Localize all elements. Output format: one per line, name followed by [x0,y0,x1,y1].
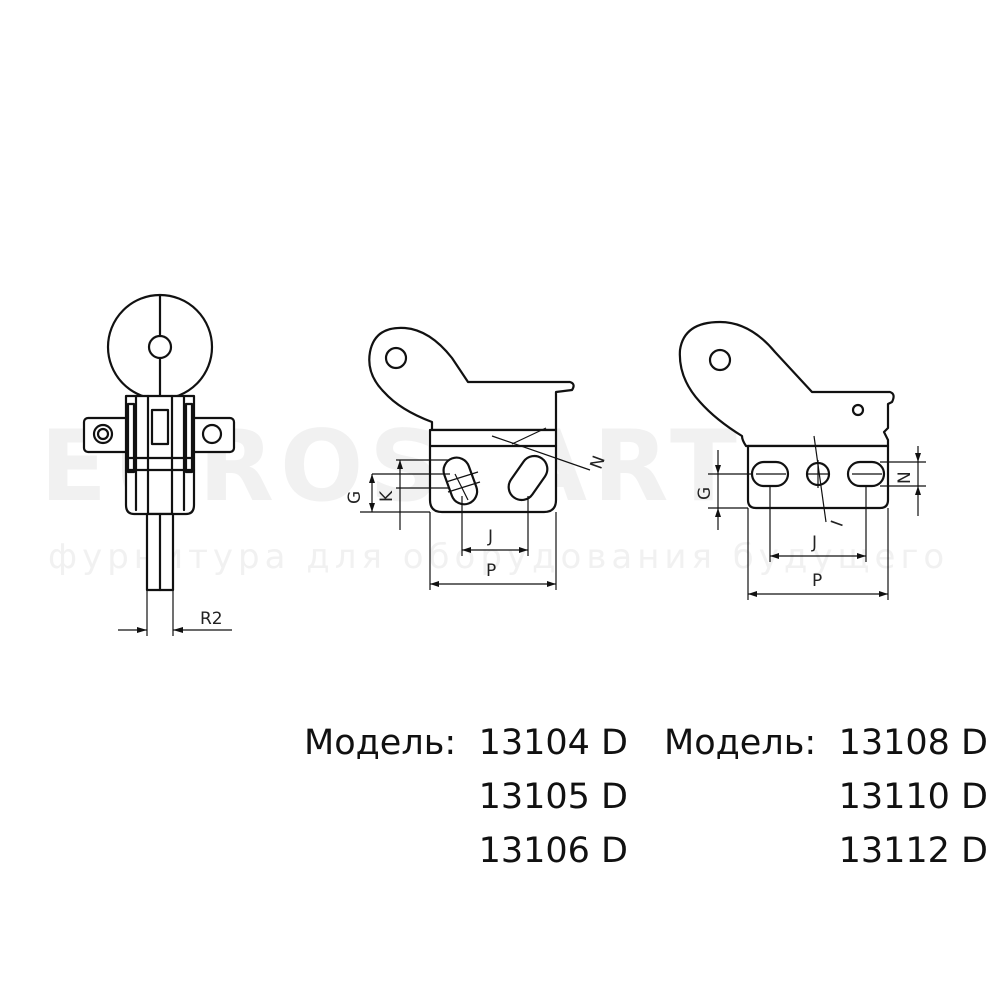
dim-k-left: K [377,490,397,502]
left-tab-hole [92,423,114,445]
dim-r2-label: R2 [200,609,223,629]
model-number-13104: 13104 D [478,723,628,763]
dim-g-right: G [695,487,715,500]
mount-plate [428,428,558,514]
wheel-hub-hole [147,334,173,360]
dim-n-right: N [895,471,915,484]
dim-g-left: G [345,491,365,504]
bracket-view-right: I G N J P [678,320,926,600]
arm-small-hole [851,403,865,417]
model-label-left: Модель: [304,723,457,763]
plate-slot-2 [507,454,549,502]
dim-j-left: J [487,527,493,547]
model-number-13108: 13108 D [838,723,988,763]
watermark-sub: фурнитура для оборудования будущего [48,537,949,577]
model-number-13110: 13110 D [838,777,988,817]
dim-p-left: P [486,561,496,581]
bracket-view-left: N G K J P [345,326,610,590]
dim-p-right: P [812,571,822,591]
model-number-13112: 13112 D [838,831,988,871]
bracket-arm-right [678,320,895,448]
model-number-13105: 13105 D [478,777,628,817]
wheel-front-view: R2 [82,293,236,636]
model-number-13106: 13106 D [478,831,628,871]
dim-j-right: J [811,533,817,553]
plate-slot-1 [442,456,479,506]
model-label-right: Модель: [664,723,817,763]
arm-pivot-hole-right [708,348,732,372]
dim-i-right: I [827,518,848,530]
right-tab-hole [201,423,223,445]
arm-pivot-hole [384,346,408,370]
housing-body [124,394,196,516]
right-mount-tab [188,416,236,454]
bracket-arm [368,326,575,432]
